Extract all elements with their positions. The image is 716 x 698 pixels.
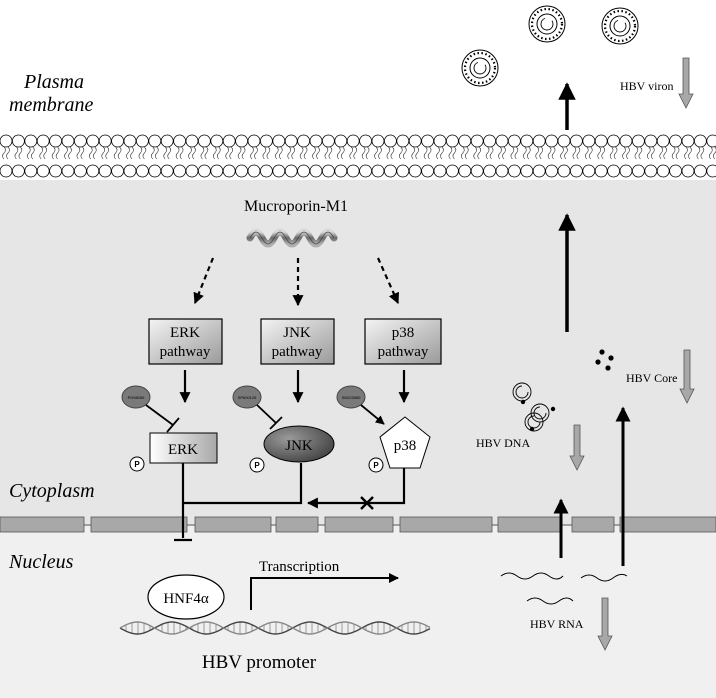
svg-text:SB203580: SB203580	[342, 395, 361, 400]
transcription-label: Transcription	[259, 559, 340, 575]
cytoplasm-label: Cytoplasm	[9, 480, 95, 502]
hbv-virion-icons	[461, 5, 639, 87]
activation-arrow-erk	[193, 257, 215, 305]
phospho-jnk: P	[249, 457, 265, 473]
block-x-icon	[360, 496, 374, 510]
hnf4a-factor: HNF4α	[147, 574, 225, 620]
jnk-merge-line	[183, 463, 303, 505]
svg-text:HNF4α: HNF4α	[163, 591, 209, 607]
p38-merge-arrow	[306, 468, 406, 509]
inhibitor-sb203580: SB203580	[336, 385, 385, 425]
decrease-arrows	[569, 57, 695, 651]
plasma-membrane	[0, 134, 716, 178]
jnk-pathway-box: JNK pathway	[260, 318, 335, 365]
nucleus-label: Nucleus	[8, 551, 74, 573]
plasma-label-line2: membrane	[9, 94, 94, 116]
svg-text:P: P	[134, 460, 140, 469]
svg-text:P: P	[373, 461, 379, 470]
hbv-viron-label: HBV viron	[620, 79, 673, 93]
svg-text:p38: p38	[394, 438, 417, 454]
cytoplasm-region	[0, 180, 716, 525]
plasma-label-line1: Plasma	[23, 71, 84, 93]
svg-text:SP600125: SP600125	[238, 395, 257, 400]
erk-kinase: ERK	[149, 432, 218, 464]
inhibitor-sp600125: SP600125	[232, 385, 283, 430]
promoter-label: HBV promoter	[202, 652, 317, 673]
svg-text:JNK: JNK	[285, 438, 313, 454]
peptide-helix-icon	[246, 228, 338, 248]
svg-text:P: P	[254, 461, 260, 470]
phospho-erk: P	[129, 456, 145, 472]
erk-pathway-box: ERK pathway	[148, 318, 223, 365]
svg-text:PD98059: PD98059	[128, 395, 145, 400]
erk-pathway-line1: ERK	[170, 325, 200, 341]
hbv-dna-label: HBV DNA	[476, 436, 530, 450]
drug-label: Mucroporin-M1	[244, 198, 348, 215]
erk-pathway-line2: pathway	[160, 344, 211, 360]
hbv-core-label: HBV Core	[626, 371, 677, 385]
hbv-rna-icon	[500, 572, 628, 605]
transcription-arrow	[250, 573, 399, 610]
jnk-kinase: JNK	[263, 425, 335, 463]
dna-helix-icon	[119, 621, 431, 635]
jnk-pathway-line2: pathway	[272, 344, 323, 360]
p38-kinase: p38	[379, 416, 431, 469]
nuclear-envelope	[0, 516, 716, 533]
hbv-rna-label: HBV RNA	[530, 617, 584, 631]
hbv-core-icon	[595, 349, 614, 371]
phospho-p38: P	[368, 457, 384, 473]
p38-pathway-line1: p38	[392, 325, 415, 341]
inhibitor-pd98059: PD98059	[121, 385, 180, 433]
jnk-pathway-line1: JNK	[283, 325, 311, 341]
nucleus-region	[0, 525, 716, 698]
p38-pathway-box: p38 pathway	[364, 318, 442, 365]
p38-pathway-line2: pathway	[378, 344, 429, 360]
svg-text:ERK: ERK	[168, 442, 198, 458]
